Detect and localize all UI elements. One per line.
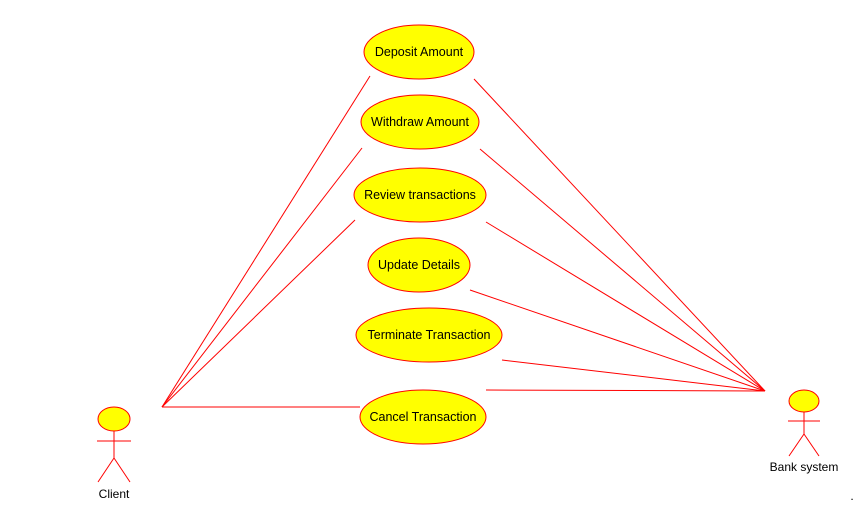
corner-mark: . (850, 489, 853, 503)
actor-bank-system[interactable]: Bank system (770, 389, 839, 474)
association-bank-deposit (473, 78, 766, 392)
association-lines (161, 75, 766, 408)
use-case-cancel[interactable]: Cancel Transaction (359, 389, 487, 445)
association-bank-terminate (501, 359, 766, 392)
use-case-label: Withdraw Amount (371, 115, 469, 129)
association-bank-update (469, 289, 766, 392)
association-bank-withdraw (479, 148, 766, 392)
use-case-ellipse (355, 307, 503, 363)
use-case-label: Update Details (378, 258, 460, 272)
use-case-terminate[interactable]: Terminate Transaction (355, 307, 503, 363)
association-client-deposit (161, 75, 371, 408)
association-bank-cancel (485, 389, 766, 392)
association-bank-review (485, 221, 766, 392)
stick-figure-icon (788, 389, 820, 457)
actor-label: Bank system (770, 460, 839, 474)
use-case-ellipse (367, 237, 471, 293)
use-case-withdraw[interactable]: Withdraw Amount (360, 94, 480, 150)
association-client-withdraw (161, 147, 363, 408)
use-case-review[interactable]: Review transactions (353, 167, 487, 223)
use-case-ellipse (360, 94, 480, 150)
use-case-ellipse (363, 24, 475, 80)
actor-client[interactable]: Client (97, 406, 131, 501)
stick-figure-icon (97, 406, 131, 483)
association-client-review (161, 219, 356, 408)
use-case-ellipse (353, 167, 487, 223)
use-case-update[interactable]: Update Details (367, 237, 471, 293)
use-case-label: Deposit Amount (375, 45, 464, 59)
actor-label: Client (99, 487, 130, 501)
use-case-ellipse (359, 389, 487, 445)
use-case-label: Cancel Transaction (369, 410, 476, 424)
use-case-deposit[interactable]: Deposit Amount (363, 24, 475, 80)
use-case-label: Terminate Transaction (368, 328, 491, 342)
use-case-label: Review transactions (364, 188, 476, 202)
